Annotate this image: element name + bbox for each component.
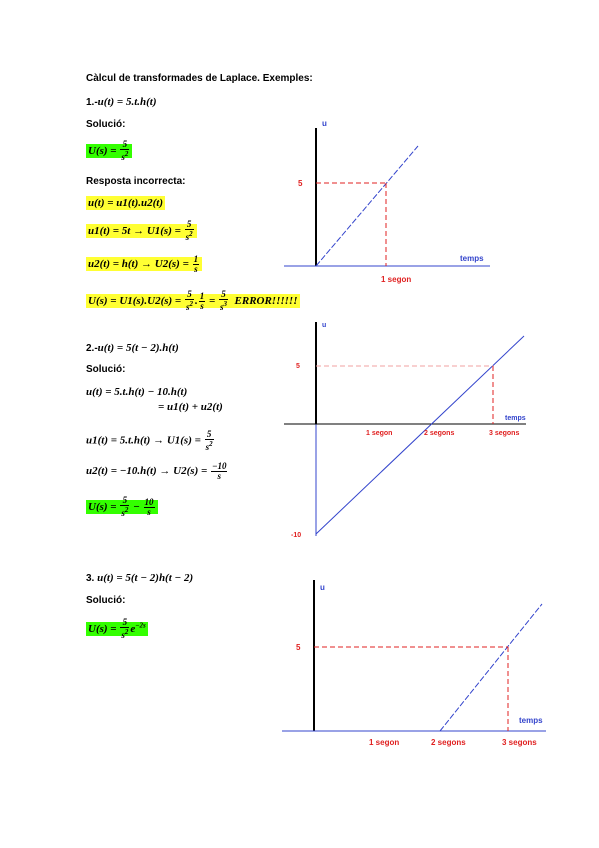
ex1-wrong-line1: u(t) = u1(t).u2(t)	[86, 196, 166, 210]
ex2-l3-lhs: u1(t) = 5.t.h(t) → U1(s) =	[86, 434, 201, 447]
ex1-w4-lhs: U(s) = U1(s).U2(s) =	[88, 294, 182, 307]
ex1-w4-sep: .	[194, 294, 198, 307]
ex1-heading: 1.-u(t) = 5.t.h(t)	[86, 96, 157, 108]
ex1-y-tick: 5	[298, 179, 303, 188]
ex1-answer-exp: 2	[124, 150, 129, 158]
ex2-ans-f1n: 5	[120, 496, 130, 506]
ex3-x-tick-1: 1 segon	[369, 738, 399, 747]
ex1-answer-num: 5	[120, 140, 130, 150]
ex2-ans-lhs: U(s) =	[88, 500, 117, 513]
ex1-x-label: temps	[460, 254, 484, 263]
ex1-wrong-label: Resposta incorrecta:	[86, 176, 186, 187]
ex3-number: 3.	[86, 573, 95, 584]
ex1-w4-f3n: 5	[219, 290, 229, 300]
ex2-l4-den: s	[217, 471, 221, 481]
ex1-wrong-line1-text: u(t) = u1(t).u2(t)	[86, 196, 166, 210]
ex1-w4-f1n: 5	[184, 290, 194, 300]
ex3-x-label: temps	[519, 716, 543, 725]
ex3-x-tick-3: 3 segons	[502, 738, 537, 747]
ex1-w4-f1e: 2	[189, 300, 193, 308]
ex3-x-tick-2: 2 segons	[431, 738, 466, 747]
ex1-w2-exp: 2	[189, 230, 193, 238]
ex2-x-tick-1: 1 segon	[366, 430, 392, 437]
ex2-number: 2.-	[86, 343, 98, 354]
ex3-ans-den: s	[121, 630, 125, 640]
ex1-w4-f1d: s	[185, 302, 190, 312]
ex2-ans-f2n: 10	[143, 496, 155, 508]
ex3-ramp-line	[439, 603, 543, 732]
ex2-ans-f1d: s	[121, 508, 125, 518]
ex2-l3-den: s	[205, 442, 210, 452]
ex2-y-tick-bottom: -10	[291, 532, 301, 539]
ex1-w3-lhs: u2(t) = h(t) → U2(s) =	[88, 258, 189, 271]
ex2-y-tick-top: 5	[296, 363, 300, 370]
ex2-ans-f2d: s	[147, 506, 151, 517]
ex2-ramp-line	[315, 335, 525, 535]
ex2-l4-num: −10	[211, 461, 228, 472]
ex1-w2-num: 5	[184, 220, 194, 230]
ex2-y-label: u	[322, 322, 326, 329]
ex1-w4-f2d: s	[200, 300, 204, 311]
ex1-answer-den: s	[121, 152, 125, 162]
ex1-w2-lhs: u1(t) = 5t → U1(s) =	[88, 224, 181, 237]
ex1-answer-lhs: U(s) =	[88, 144, 117, 157]
ex2-line2: = u1(t) + u2(t)	[158, 401, 223, 413]
ex1-wrong-line2: u1(t) = 5t → U1(s) = 5 s2	[86, 220, 197, 242]
ex1-w3-den: s	[194, 264, 198, 274]
ex2-l3-num: 5	[204, 430, 214, 440]
ex1-w4-f2n: 1	[198, 290, 206, 302]
ex3-ans-exp: 2	[124, 628, 129, 636]
ex1-w4-f3d: s	[220, 302, 224, 312]
ex2-x-tick-2: 2 segons	[424, 430, 454, 437]
ex2-ans-f1e: 2	[124, 506, 129, 514]
ex1-answer: U(s) = 5 s2	[86, 140, 133, 162]
ex2-x-tick-3: 3 segons	[489, 430, 519, 437]
ex1-number: 1.-	[86, 97, 98, 108]
ex2-solucio-label: Solució:	[86, 364, 126, 375]
ex2-x-label: temps	[505, 415, 526, 422]
ex2-line3: u1(t) = 5.t.h(t) → U1(s) = 5 s2	[86, 430, 215, 452]
ex3-ans-tail-exp: −2s	[135, 620, 146, 629]
ex2-ans-op: −	[133, 500, 140, 513]
ex1-w2-den: s	[185, 232, 190, 242]
ex1-y-label: u	[322, 119, 327, 128]
ex3-ans-tail: e	[130, 622, 136, 635]
ex1-w4-f3e: 3	[223, 300, 228, 308]
page-title: Càlcul de transformades de Laplace. Exem…	[86, 73, 313, 84]
ex2-l3-exp: 2	[209, 440, 213, 448]
ex2-line1: u(t) = 5.t.h(t) − 10.h(t)	[86, 386, 188, 398]
ex1-x-tick: 1 segon	[381, 275, 411, 284]
ex3-ans-num: 5	[120, 618, 130, 628]
ex1-w4-eq: =	[208, 294, 216, 307]
ex3-heading: 3. u(t) = 5(t − 2)h(t − 2)	[86, 572, 193, 584]
ex1-expression: u(t) = 5.t.h(t)	[97, 96, 157, 108]
ex3-ans-lhs: U(s) =	[88, 622, 117, 635]
ex2-heading: 2.-u(t) = 5(t − 2).h(t)	[86, 342, 179, 354]
ex3-y-tick: 5	[296, 643, 301, 652]
ex3-solucio-label: Solució:	[86, 595, 126, 606]
ex3-expression: u(t) = 5(t − 2)h(t − 2)	[97, 572, 194, 584]
ex2-expression: u(t) = 5(t − 2).h(t)	[97, 342, 179, 354]
ex2-l4-lhs: u2(t) = −10.h(t) → U2(s) =	[86, 465, 208, 478]
ex3-y-label: u	[320, 583, 325, 592]
ex1-ramp-line	[315, 145, 419, 267]
ex1-w3-num: 1	[192, 254, 200, 265]
ex1-solucio-label: Solució:	[86, 119, 126, 130]
ex1-w4-error: ERROR!!!!!!	[234, 294, 298, 307]
